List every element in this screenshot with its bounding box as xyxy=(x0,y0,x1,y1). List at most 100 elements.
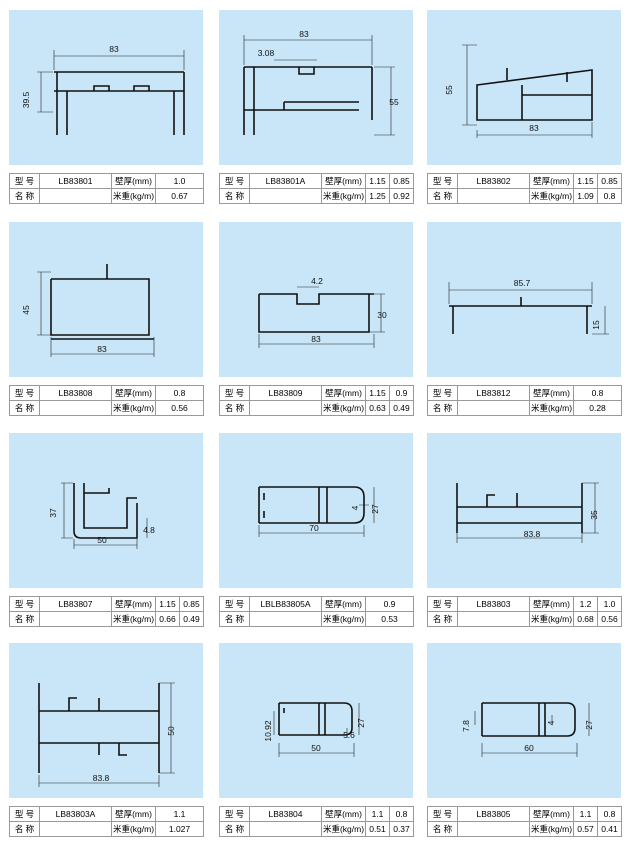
weight-label: 米重(kg/m) xyxy=(111,400,156,416)
model-label: 型 号 xyxy=(427,173,458,189)
dimension-label: 85.7 xyxy=(514,278,531,288)
dimension-label: 4 xyxy=(350,505,360,510)
model-value: LB83812 xyxy=(457,385,530,401)
model-label: 型 号 xyxy=(9,806,40,822)
dimension-label: 83 xyxy=(529,123,539,133)
model-label: 型 号 xyxy=(427,806,458,822)
dimension-label: 27 xyxy=(584,720,594,730)
dimension-label: 83.8 xyxy=(524,529,541,539)
dimension-label: 45 xyxy=(21,305,31,315)
model-value: LB83803A xyxy=(39,806,112,822)
dimension-label: 15 xyxy=(591,320,601,330)
profile-drawing: 35 83.8 xyxy=(427,433,621,588)
weight-label: 米重(kg/m) xyxy=(321,400,366,416)
weight-label: 米重(kg/m) xyxy=(529,611,574,627)
wall-label: 壁厚(mm) xyxy=(529,596,574,612)
weight-value: 0.92 xyxy=(389,188,414,204)
weight-value: 0.53 xyxy=(364,611,415,627)
model-value: LB83803 xyxy=(457,596,530,612)
name-value xyxy=(39,188,112,204)
wall-label: 壁厚(mm) xyxy=(529,385,574,401)
model-value: LB83804 xyxy=(249,806,322,822)
model-value: LB83808 xyxy=(39,385,112,401)
wall-value: 0.9 xyxy=(364,596,415,612)
wall-value: 0.9 xyxy=(389,385,414,401)
name-label: 名 称 xyxy=(219,611,250,627)
weight-label: 米重(kg/m) xyxy=(321,821,366,837)
profile-drawing: 85.7 15 xyxy=(427,222,621,377)
name-label: 名 称 xyxy=(427,821,458,837)
weight-label: 米重(kg/m) xyxy=(529,400,574,416)
name-value xyxy=(249,821,322,837)
wall-label: 壁厚(mm) xyxy=(111,596,156,612)
dimension-label: 55 xyxy=(389,97,399,107)
weight-label: 米重(kg/m) xyxy=(111,188,156,204)
wall-value: 0.8 xyxy=(389,806,414,822)
weight-value: 0.28 xyxy=(572,400,623,416)
wall-label: 壁厚(mm) xyxy=(111,385,156,401)
name-value xyxy=(457,611,530,627)
wall-label: 壁厚(mm) xyxy=(111,806,156,822)
model-value: LB83807 xyxy=(39,596,112,612)
name-value xyxy=(39,821,112,837)
weight-label: 米重(kg/m) xyxy=(111,611,156,627)
model-label: 型 号 xyxy=(9,385,40,401)
wall-value: 1.0 xyxy=(154,173,205,189)
dimension-label: 83.8 xyxy=(93,773,110,783)
weight-value: 0.56 xyxy=(597,611,622,627)
name-value xyxy=(249,611,322,627)
dimension-label: 83 xyxy=(299,29,309,39)
name-value xyxy=(249,400,322,416)
dimension-label: 27 xyxy=(370,504,380,514)
weight-label: 米重(kg/m) xyxy=(321,611,366,627)
wall-label: 壁厚(mm) xyxy=(321,806,366,822)
weight-value: 1.09 xyxy=(573,188,598,204)
model-value: LB83801 xyxy=(39,173,112,189)
dimension-label: 55 xyxy=(444,85,454,95)
model-value: LB83805 xyxy=(457,806,530,822)
dimension-label: 5.6 xyxy=(343,730,355,740)
dimension-label: 83 xyxy=(109,44,119,54)
wall-label: 壁厚(mm) xyxy=(529,806,574,822)
wall-value: 1.1 xyxy=(154,806,205,822)
dimension-label: 83 xyxy=(311,334,321,344)
dimension-label: 35 xyxy=(589,510,599,520)
wall-value: 1.15 xyxy=(155,596,180,612)
wall-value: 0.8 xyxy=(154,385,205,401)
model-label: 型 号 xyxy=(219,806,250,822)
dimension-label: 10.92 xyxy=(263,720,273,742)
dimension-label: 50 xyxy=(97,535,107,545)
weight-label: 米重(kg/m) xyxy=(529,188,574,204)
weight-label: 米重(kg/m) xyxy=(529,821,574,837)
wall-value: 1.15 xyxy=(573,173,598,189)
name-label: 名 称 xyxy=(9,611,40,627)
name-label: 名 称 xyxy=(427,400,458,416)
name-label: 名 称 xyxy=(219,400,250,416)
wall-label: 壁厚(mm) xyxy=(111,173,156,189)
model-value: LB83801A xyxy=(249,173,322,189)
weight-value: 1.25 xyxy=(365,188,390,204)
dimension-label: 70 xyxy=(309,523,319,533)
wall-value: 1.1 xyxy=(365,806,390,822)
name-label: 名 称 xyxy=(219,188,250,204)
dimension-label: 4.2 xyxy=(311,276,323,286)
wall-value: 1.2 xyxy=(573,596,598,612)
name-label: 名 称 xyxy=(427,611,458,627)
weight-label: 米重(kg/m) xyxy=(321,188,366,204)
